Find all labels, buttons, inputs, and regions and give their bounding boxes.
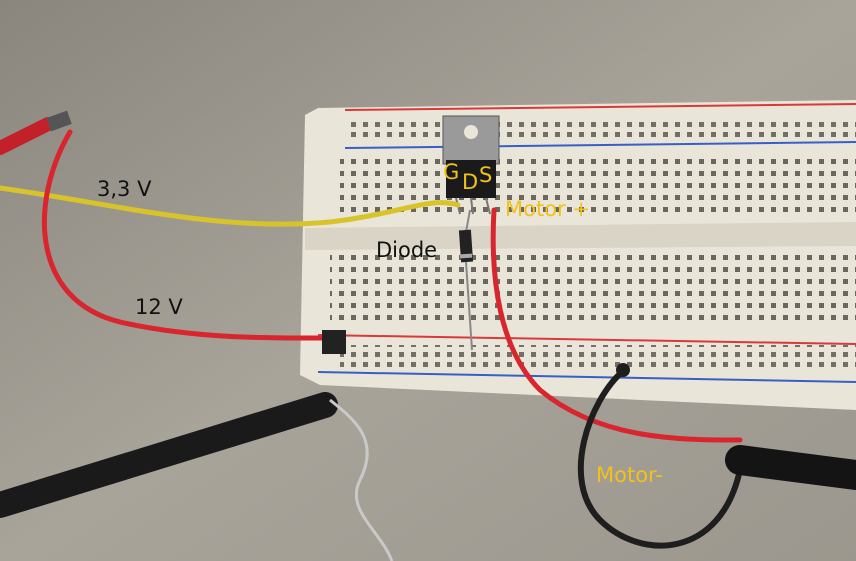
mosfet — [442, 115, 500, 215]
label-12v: 12 V — [135, 295, 183, 319]
label-motor-plus: Motor + — [505, 197, 590, 221]
rail-connector — [322, 330, 346, 354]
label-source: S — [479, 163, 493, 187]
diode — [458, 209, 474, 351]
bare-lead — [329, 398, 394, 561]
wire-12v — [41, 129, 338, 341]
label-motor-minus: Motor- — [596, 463, 663, 487]
label-gate: G — [443, 160, 460, 184]
probe-black-right — [725, 445, 856, 490]
label-drain: D — [462, 170, 479, 194]
probe-red — [0, 117, 55, 155]
label-3v3: 3,3 V — [97, 177, 152, 201]
breadboard — [300, 100, 856, 410]
label-diode: Diode — [376, 238, 438, 262]
probe-black-left — [0, 392, 338, 518]
wire-3v3 — [0, 185, 461, 227]
wire-motor-minus — [577, 369, 743, 549]
wire-motor-plus — [490, 207, 743, 443]
